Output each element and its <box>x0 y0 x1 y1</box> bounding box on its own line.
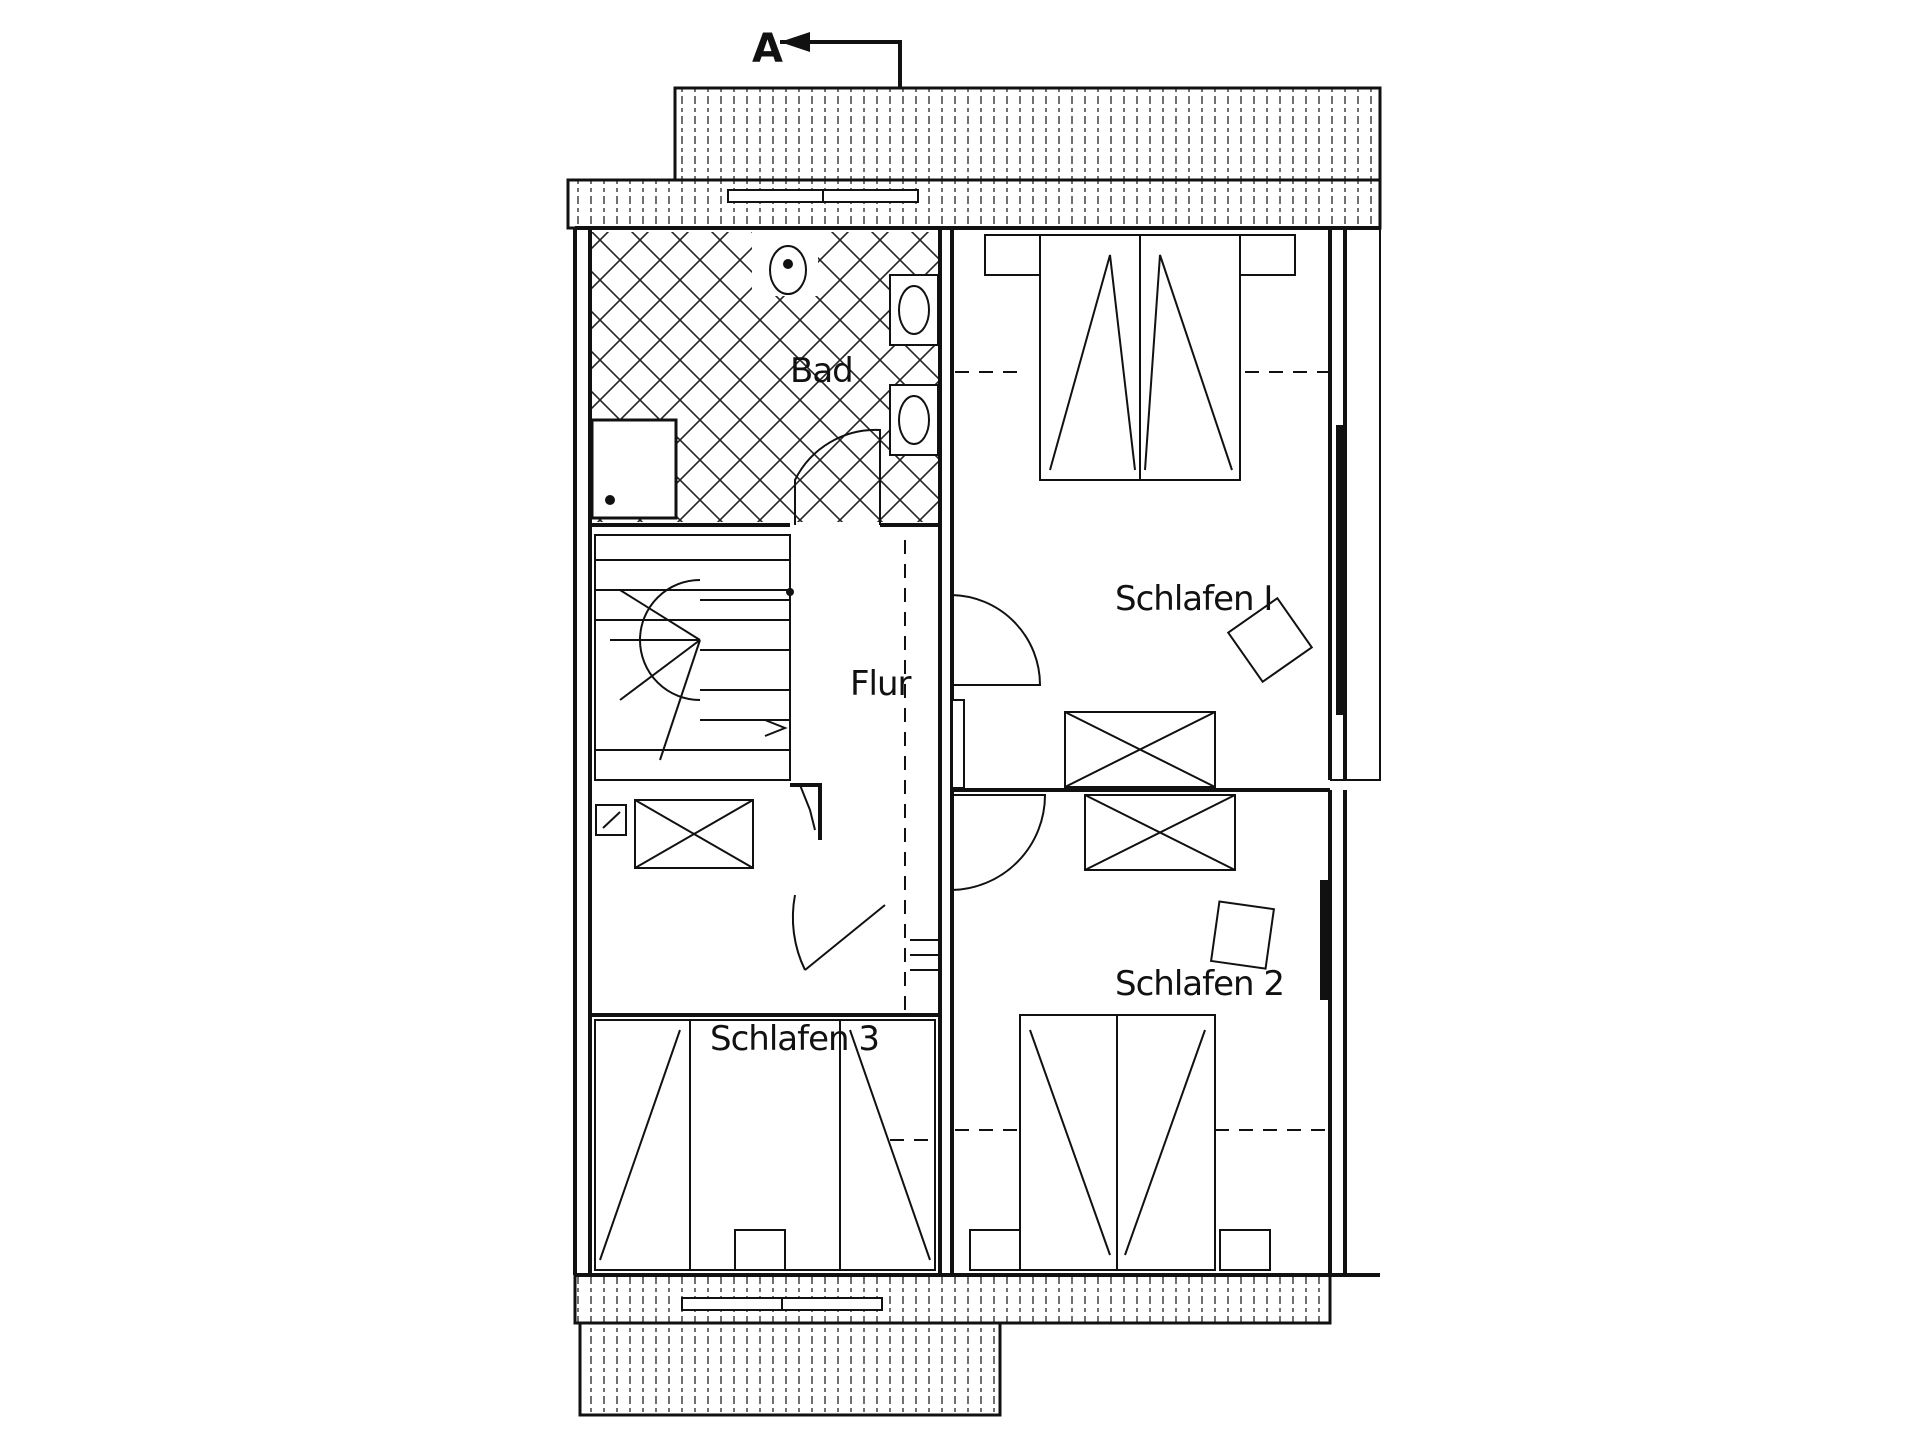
toilet-icon <box>752 232 818 296</box>
room-label-schlafen1: Schlafen I <box>1115 579 1272 619</box>
room-bedroom-1: Schlafen I <box>951 234 1346 789</box>
roof-top-outer <box>673 86 1382 182</box>
room-bedroom-3: Schlafen 3 <box>594 1019 940 1271</box>
room-hallway: Flur <box>595 540 940 1010</box>
section-marker-label: A <box>752 26 783 72</box>
bed-icon <box>969 1014 1271 1271</box>
window-right <box>1320 880 1330 1000</box>
room-label-schlafen2: Schlafen 2 <box>1115 964 1284 1004</box>
chair-icon <box>1209 900 1276 970</box>
room-label-schlafen3: Schlafen 3 <box>710 1019 879 1059</box>
staircase <box>594 534 794 781</box>
roof-bottom-outer <box>578 1321 1002 1417</box>
window-right <box>1336 425 1346 715</box>
closet-box <box>1084 794 1236 871</box>
room-bathroom: Bad <box>590 232 939 525</box>
chair-icon <box>1226 596 1314 684</box>
bed-icon <box>984 234 1296 481</box>
room-bedroom-2: Schlafen 2 <box>951 794 1330 1271</box>
sink-icon <box>889 274 939 346</box>
room-label-flur: Flur <box>850 664 912 704</box>
roof-bottom-inner <box>573 1273 1332 1325</box>
closet-box <box>634 799 754 869</box>
sink-icon <box>889 384 939 456</box>
exterior-walls <box>573 226 1381 1277</box>
bed-icon <box>594 1019 936 1271</box>
closet-box <box>1064 711 1216 788</box>
roof-top-inner <box>566 178 1382 230</box>
section-marker: A <box>752 26 902 88</box>
room-label-bad: Bad <box>790 351 853 391</box>
